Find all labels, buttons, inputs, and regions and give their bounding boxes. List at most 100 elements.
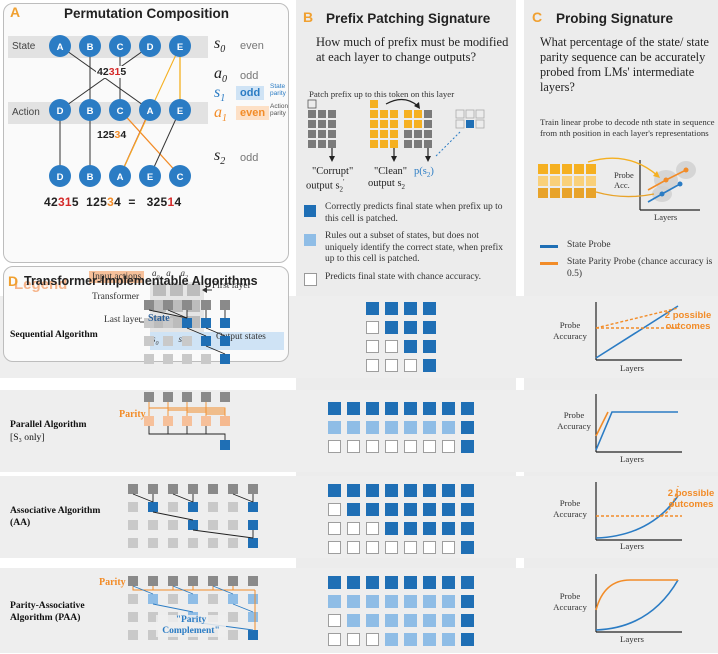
node-mid-2: [79, 99, 101, 121]
legend-light-swatch: [304, 234, 316, 246]
probe-plot-sequential: [595, 302, 682, 361]
node-mid-3-label: C: [117, 106, 124, 117]
patch-grid-parity-associative: [328, 576, 474, 646]
parallel-diagram: [144, 392, 230, 450]
node-top-3-label: C: [117, 42, 124, 53]
row-sub-parallel: [S₃ only]: [10, 432, 45, 443]
probe-acc-label: Probe Acc.: [614, 170, 634, 190]
paa-complement-label: "Parity Complement": [156, 615, 226, 637]
legend-first-layer: First layer: [212, 281, 251, 291]
probe-ylabel-associative: Probe Accuracy: [553, 498, 587, 519]
legend-input-actions: Input actions: [89, 271, 145, 283]
panel-c-question: What percentage of the state/ state pari…: [540, 35, 709, 94]
perm-first: 42315: [96, 66, 128, 78]
panel-d-title: Transformer-Implementable Algorithms: [24, 274, 258, 288]
s1-parity: odd: [236, 86, 265, 100]
probe-xlabel-parallel: Layers: [620, 454, 644, 464]
parity-probe-swatch: [540, 262, 558, 265]
probe-plot-associative: [595, 482, 682, 541]
legend-dark-text: Correctly predicts final state when pref…: [325, 202, 503, 224]
a1-parity: even: [236, 106, 270, 120]
node-top-2: [79, 35, 101, 57]
panel-b-instruction: Patch prefix up to this token on this la…: [309, 89, 455, 99]
probe-outcome-sequential: 2 possible outcomes: [664, 310, 712, 332]
probe-plot-parity-associative: [595, 574, 682, 633]
legend-light-text: Rules out a subset of states, but does n…: [325, 231, 504, 264]
s2-parity: odd: [240, 152, 259, 164]
node-bot-3-label: A: [117, 172, 124, 183]
a1-label: a1: [214, 104, 227, 125]
node-bot-4-label: E: [147, 172, 153, 183]
s1-note: State parity: [270, 83, 286, 97]
parallel-parity-label: Parity: [119, 409, 146, 420]
nodes-layer: A B C D E D B C A E D B A E C: [49, 35, 191, 187]
top-nodes: [49, 35, 191, 187]
panel-a-title: Permutation Composition: [64, 6, 229, 21]
row-label-sequential: Sequential Algorithm: [10, 329, 98, 340]
probe-ylabel-parallel: Probe Accuracy: [557, 410, 591, 431]
legend-grid: [140, 282, 284, 350]
node-top-1-label: A: [57, 42, 64, 53]
probe-ylabel-sequential: Probe Accuracy: [553, 320, 587, 341]
node-bot-5-label: C: [177, 172, 184, 183]
sequential-diagram: [144, 300, 230, 364]
patch-grid-associative: [328, 484, 474, 554]
paa-parity-label: Parity: [99, 577, 126, 588]
legend-a-labels: a0 a1 a2: [152, 268, 188, 281]
panel-c-desc: Train linear probe to decode nth state i…: [540, 117, 715, 138]
state-probe-label: State Probe: [567, 240, 611, 250]
prob-grid: [455, 109, 485, 129]
panel-b-question: How much of prefix must be modified at e…: [316, 35, 509, 64]
row-label-parity-associative: Parity-Associative Algorithm (PAA): [10, 600, 85, 623]
probe-layers-label: Layers: [654, 212, 678, 222]
panel-c-title: Probing Signature: [556, 11, 674, 26]
s2-label: s2: [214, 147, 226, 168]
clean-output: output s2: [368, 178, 406, 192]
node-mid-4: [139, 99, 161, 121]
clean-grid: [370, 110, 398, 148]
row-label-associative: Associative Algorithm (AA): [10, 505, 101, 528]
panel-a-letter: A: [10, 4, 21, 20]
node-top-5-label: E: [177, 42, 183, 53]
legend-dark-swatch: [304, 205, 316, 217]
node-mid-1: [49, 99, 71, 121]
prob-label: p(s2): [414, 166, 434, 180]
probe-ylabel-parity-associative: Probe Accuracy: [553, 591, 587, 612]
s0-parity: even: [240, 40, 264, 52]
node-bot-2: [79, 165, 101, 187]
node-top-2-label: B: [87, 42, 94, 53]
legend-white-text: Predicts final state with chance accurac…: [325, 272, 482, 282]
node-bot-1: [49, 165, 71, 187]
a0-parity: odd: [240, 70, 259, 82]
legend-title: Legend: [14, 276, 68, 293]
probe-xlabel-associative: Layers: [620, 541, 644, 551]
parity-probe-label: State Parity Probe (chance accuracy is 0…: [567, 257, 713, 279]
probe-xlabel-sequential: Layers: [620, 363, 644, 373]
corrupt-grid: [308, 110, 336, 148]
panel-c-letter: C: [532, 9, 543, 25]
patch-grid-parallel: [328, 402, 474, 453]
node-mid-2-label: B: [87, 106, 94, 117]
action-label: Action: [12, 107, 40, 118]
node-mid-5-label: E: [177, 106, 183, 117]
panel-d-letter: D: [8, 273, 19, 289]
node-mid-4-label: A: [147, 106, 154, 117]
sequential-state-label: State: [148, 313, 170, 324]
legend-white-swatch: [304, 273, 317, 286]
node-bot-1-label: D: [57, 172, 64, 183]
a1-note: Action parity: [270, 103, 289, 117]
s1-label: s1: [214, 84, 226, 105]
patch-grid-sequential: [366, 302, 436, 372]
s0-label: s0: [214, 35, 226, 56]
node-bot-2-label: B: [87, 172, 94, 183]
panel-b-title: Prefix Patching Signature: [326, 11, 491, 26]
node-top-4-label: D: [147, 42, 154, 53]
clean-label: "Clean": [374, 166, 408, 177]
node-mid-3: [109, 99, 131, 121]
perm-second: 12534: [96, 129, 128, 141]
corrupt-label: "Corrupt": [312, 166, 354, 177]
state-probe-swatch: [540, 245, 558, 248]
corrupt-output: output s2′: [306, 178, 345, 194]
node-top-3: [109, 35, 131, 57]
row-label-parallel: Parallel Algorithm: [10, 419, 87, 430]
